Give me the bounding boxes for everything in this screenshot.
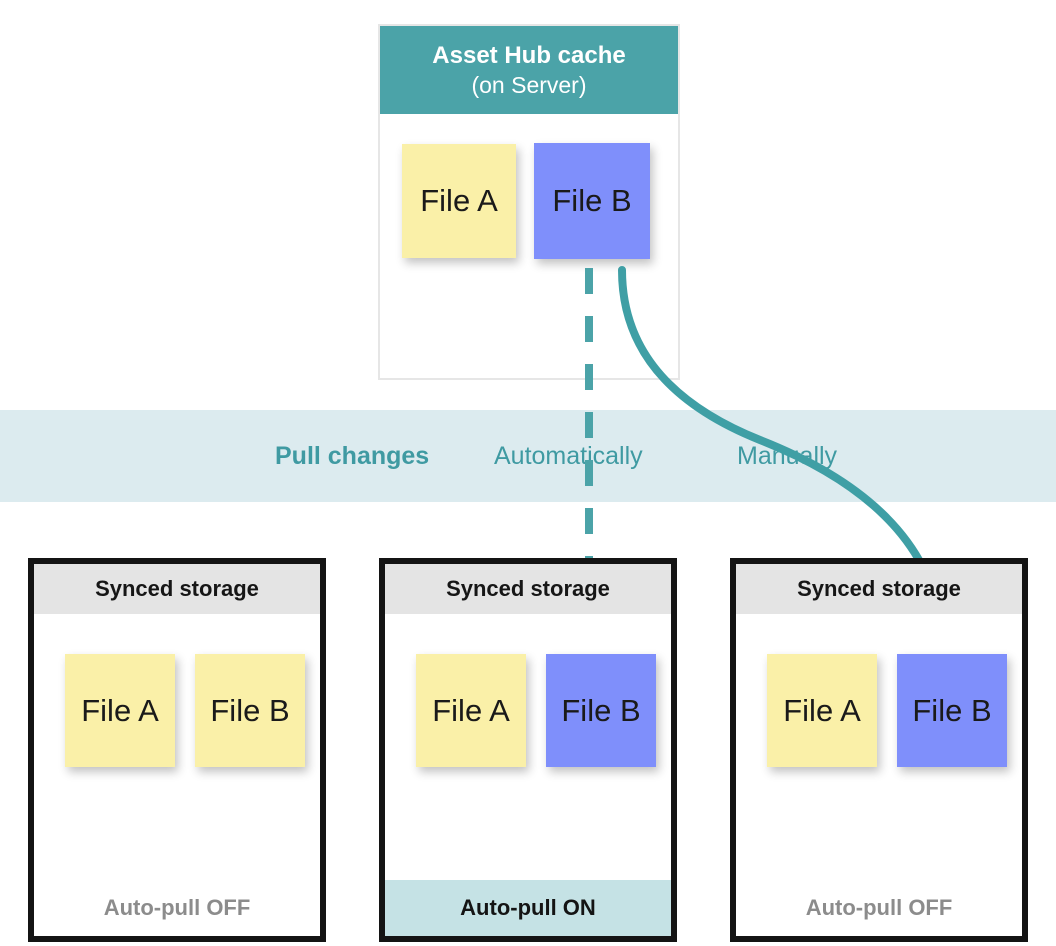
storage-note-file-b: File B xyxy=(546,654,656,767)
asset-hub-cache-header: Asset Hub cache (on Server) xyxy=(380,26,678,114)
pull-changes-label: Pull changes xyxy=(275,441,430,470)
automatically-label: Automatically xyxy=(494,441,643,470)
synced-storage-header: Synced storage xyxy=(736,564,1022,614)
synced-storage-box-middle: Synced storage File A File B Auto-pull O… xyxy=(379,558,677,942)
storage-note-file-b: File B xyxy=(195,654,305,767)
storage-note-file-a: File A xyxy=(65,654,175,767)
synced-storage-header: Synced storage xyxy=(34,564,320,614)
manually-label: Manually xyxy=(737,441,838,470)
synced-storage-box-right: Synced storage File A File B Auto-pull O… xyxy=(730,558,1028,942)
asset-hub-cache-title: Asset Hub cache xyxy=(432,42,626,70)
storage-note-file-b: File B xyxy=(897,654,1007,767)
storage-note-file-a: File A xyxy=(767,654,877,767)
auto-pull-status-badge: Auto-pull ON xyxy=(385,880,671,936)
auto-pull-status-badge: Auto-pull OFF xyxy=(34,880,320,936)
auto-pull-status-badge: Auto-pull OFF xyxy=(736,880,1022,936)
cache-note-file-a: File A xyxy=(402,144,516,258)
synced-storage-header: Synced storage xyxy=(385,564,671,614)
cache-note-file-b: File B xyxy=(534,143,650,259)
synced-storage-box-left: Synced storage File A File B Auto-pull O… xyxy=(28,558,326,942)
storage-note-file-a: File A xyxy=(416,654,526,767)
asset-hub-cache-subtitle: (on Server) xyxy=(471,71,587,98)
